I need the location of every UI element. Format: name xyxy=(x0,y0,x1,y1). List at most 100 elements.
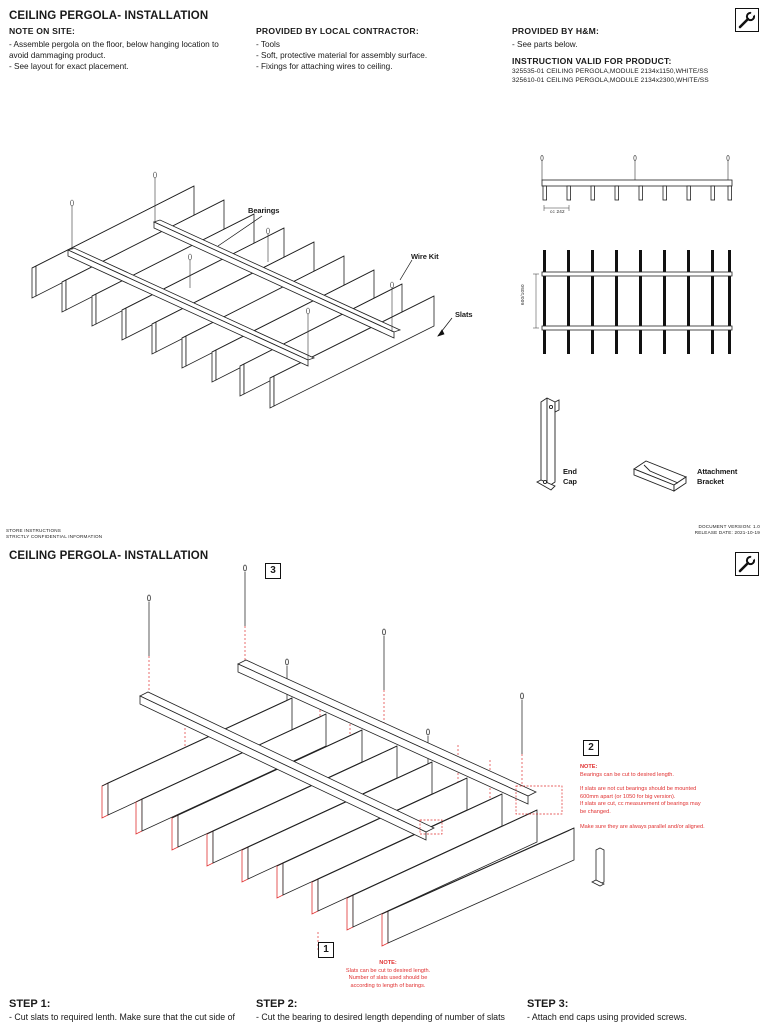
page-title: CEILING PERGOLA- INSTALLATION xyxy=(9,550,209,562)
bearing xyxy=(139,691,435,841)
attachment-bracket-drawing xyxy=(633,460,687,492)
step-2-text: - Cut the bearing to desired length depe… xyxy=(256,1012,505,1022)
bearing-note-line: be changed. xyxy=(580,808,611,815)
slat-note-title: NOTE: xyxy=(379,960,397,966)
side-slat xyxy=(710,185,715,201)
step-3-text: - Attach end caps using provided screws. xyxy=(527,1012,687,1022)
slat xyxy=(101,697,293,819)
side-slat xyxy=(566,185,571,201)
slat xyxy=(206,745,398,867)
side-slat xyxy=(590,185,595,201)
top-slat xyxy=(663,250,666,354)
step-1-title: STEP 1: xyxy=(9,998,51,1010)
top-slat xyxy=(591,250,594,354)
bearing-note-line: If slats are not cut bearings should be … xyxy=(580,786,697,793)
elevation-drawings xyxy=(533,155,733,354)
side-slat xyxy=(542,185,547,201)
attachment-bracket-label: Attachment Bracket xyxy=(697,467,737,487)
bearing-note: NOTE: Bearings can be cut to desired len… xyxy=(580,764,740,831)
end-cap-small xyxy=(591,847,605,887)
callout-2: 2 xyxy=(583,740,599,756)
bearing xyxy=(66,247,316,367)
local-contractor: PROVIDED BY LOCAL CONTRACTOR: - Tools - … xyxy=(256,26,496,72)
wire-kit-label: Wire Kit xyxy=(411,252,439,261)
top-slat xyxy=(639,250,642,354)
step-1: STEP 1: - Cut slats to required lenth. M… xyxy=(9,998,254,1023)
callout-3: 3 xyxy=(265,563,281,579)
step-3-title: STEP 3: xyxy=(527,998,569,1010)
footer-left-line: STORE INSTRUCTIONS xyxy=(6,528,62,533)
footer-right-line: RELEASE DATE: 2021-10-19 xyxy=(694,530,760,535)
end-cap-drawing xyxy=(536,397,560,491)
top-slat xyxy=(728,250,731,354)
slat-note-line: according to length of barings. xyxy=(350,982,426,989)
bearing-note-line: Bearings can be cut to desired length. xyxy=(580,771,674,778)
note-on-site-line: - Assemble pergola on the floor, below h… xyxy=(9,40,219,49)
slat-note-line: Number of slats used should be xyxy=(348,975,428,982)
slat xyxy=(311,793,503,915)
bearing-note-title: NOTE: xyxy=(580,764,598,770)
wrench-icon xyxy=(735,8,759,32)
provided-by-hm: PROVIDED BY H&M: - See parts below. INST… xyxy=(512,26,752,85)
side-slat xyxy=(686,185,691,201)
note-on-site-line: avoid dammaging product. xyxy=(9,51,106,60)
footer-left: STORE INSTRUCTIONS STRICTLY CONFIDENTIAL… xyxy=(6,528,102,540)
note-on-site-heading: NOTE ON SITE: xyxy=(9,26,76,36)
bearing-note-spacer xyxy=(580,817,740,824)
wrench-icon xyxy=(735,552,759,576)
slat-note: NOTE: Slats can be cut to desired length… xyxy=(318,960,458,990)
height-dimension: 600/1050 xyxy=(520,284,525,305)
bracket-label-line: Attachment xyxy=(697,467,738,476)
valid-heading: INSTRUCTION VALID FOR PRODUCT: xyxy=(512,56,672,66)
note-on-site: NOTE ON SITE: - Assemble pergola on the … xyxy=(9,26,249,72)
local-contractor-line: - Tools xyxy=(256,40,280,49)
end-cap-label: End Cap xyxy=(563,467,577,487)
bearing-note-line: 600mm apart (or 1050 for big version). xyxy=(580,793,676,800)
slat xyxy=(135,713,327,835)
top-slat xyxy=(711,250,714,354)
callout-1: 1 xyxy=(318,942,334,958)
slat-note-line: Slats can be cut to desired length. xyxy=(345,967,431,974)
note-on-site-line: - See layout for exact placement. xyxy=(9,62,129,71)
step-2-title: STEP 2: xyxy=(256,998,298,1010)
end-cap-label-line: End xyxy=(563,467,577,476)
top-bearing xyxy=(541,325,733,331)
cc-dimension: cc 242 xyxy=(550,209,565,214)
bearing-note-line: If slats are cut, cc measurement of bear… xyxy=(580,801,701,808)
hm-line: - See parts below. xyxy=(512,40,578,49)
slat xyxy=(241,761,433,883)
pergola-assembly-drawing xyxy=(31,171,453,409)
top-slat xyxy=(567,250,570,354)
side-bearing xyxy=(541,179,733,187)
footer-right: DOCUMENT VERSION: 1.0 RELEASE DATE: 2021… xyxy=(695,524,760,536)
top-slat xyxy=(615,250,618,354)
bracket-label-line: Bracket xyxy=(697,477,724,486)
step-1-text: - Cut slats to required lenth. Make sure… xyxy=(9,1012,235,1022)
side-slat xyxy=(662,185,667,201)
bearing xyxy=(237,659,537,805)
bearing xyxy=(152,219,402,339)
end-cap-label-line: Cap xyxy=(563,477,577,486)
top-slat xyxy=(543,250,546,354)
hm-heading: PROVIDED BY H&M: xyxy=(512,26,600,36)
side-slat xyxy=(614,185,619,201)
product-line: 325610-01 CEILING PERGOLA,MODULE 2134x23… xyxy=(512,76,709,84)
bearing-note-line: Make sure they are always parallel and/o… xyxy=(580,823,705,830)
step-2: STEP 2: - Cut the bearing to desired len… xyxy=(256,998,521,1023)
slat xyxy=(381,827,575,947)
side-slat xyxy=(727,185,732,201)
slats-label: Slats xyxy=(455,310,473,319)
bearings-label: Bearings xyxy=(248,206,280,215)
footer-left-line: STRICTLY CONFIDENTIAL INFORMATION xyxy=(6,534,103,539)
step-3: STEP 3: - Attach end caps using provided… xyxy=(527,998,762,1023)
local-contractor-line: - Soft, protective material for assembly… xyxy=(256,51,428,60)
footer-right-line: DOCUMENT VERSION: 1.0 xyxy=(698,524,760,529)
top-bearing xyxy=(541,271,733,277)
bearing-note-spacer xyxy=(580,779,740,786)
page-title: CEILING PERGOLA- INSTALLATION xyxy=(9,10,209,22)
local-contractor-line: - Fixings for attaching wires to ceiling… xyxy=(256,62,393,71)
side-slat xyxy=(638,185,643,201)
top-slat xyxy=(687,250,690,354)
slat xyxy=(31,185,195,299)
installation-drawing xyxy=(101,564,605,950)
